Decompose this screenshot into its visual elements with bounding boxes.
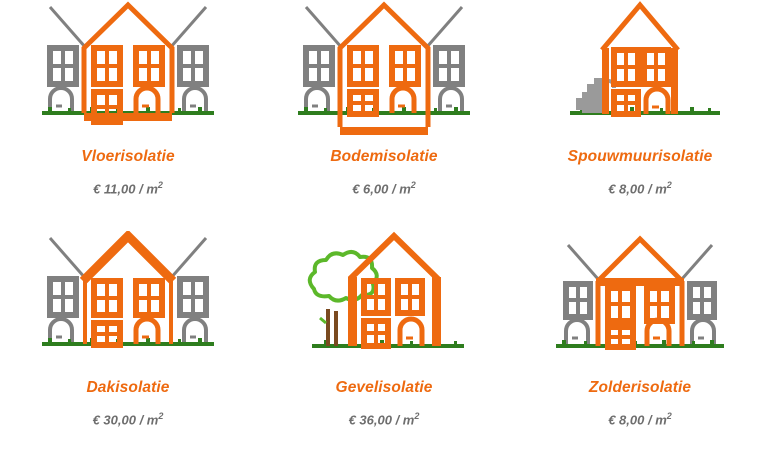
house-cavity-wall-insulation-icon	[570, 1, 720, 117]
house-ground-insulation-icon	[298, 1, 470, 135]
insulation-card-bodemisolatie[interactable]: Bodemisolatie € 6,00 / m2	[256, 0, 512, 231]
card-title: Spouwmuurisolatie	[567, 148, 713, 165]
insulation-card-dakisolatie[interactable]: Dakisolatie € 30,00 / m2	[0, 231, 256, 462]
card-price: € 8,00 / m2	[608, 179, 672, 196]
square-meter-superscript: 2	[410, 179, 416, 190]
square-meter-superscript: 2	[157, 179, 163, 190]
house-facade-insulation-icon	[307, 231, 464, 349]
house-roof-insulation-icon	[42, 231, 214, 348]
card-title: Zolderisolatie	[588, 379, 692, 396]
insulation-card-zolderisolatie[interactable]: Zolderisolatie € 8,00 / m2	[512, 231, 768, 462]
card-price: € 8,00 / m2	[608, 410, 672, 427]
card-title: Vloerisolatie	[81, 148, 175, 165]
square-meter-superscript: 2	[666, 179, 672, 190]
card-title: Dakisolatie	[86, 379, 170, 396]
square-meter-superscript: 2	[414, 410, 420, 421]
card-title: Gevelisolatie	[335, 379, 433, 396]
insulation-card-spouwmuurisolatie[interactable]: Spouwmuurisolatie € 8,00 / m2	[512, 0, 768, 231]
card-title: Bodemisolatie	[330, 148, 438, 165]
insulation-card-gevelisolatie[interactable]: Gevelisolatie € 36,00 / m2	[256, 231, 512, 462]
house-attic-insulation-icon	[556, 235, 724, 350]
house-floor-insulation-icon	[42, 1, 214, 125]
card-price: € 6,00 / m2	[352, 179, 416, 196]
card-price: € 11,00 / m2	[93, 179, 163, 196]
square-meter-superscript: 2	[666, 410, 672, 421]
card-price: € 30,00 / m2	[92, 410, 164, 427]
square-meter-superscript: 2	[158, 410, 164, 421]
insulation-card-vloerisolatie[interactable]: Vloerisolatie € 11,00 / m2	[0, 0, 256, 231]
card-price: € 36,00 / m2	[348, 410, 420, 427]
